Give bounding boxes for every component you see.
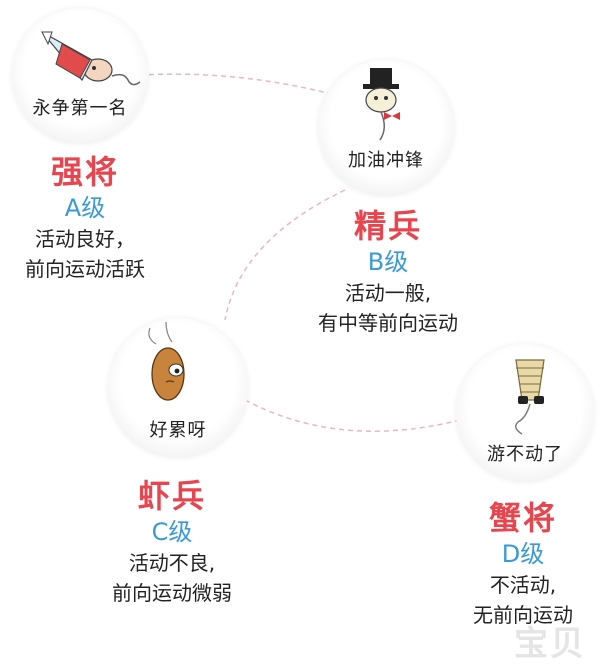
rank-d: 蟹将 (488, 499, 557, 537)
grade-b: B级 (367, 248, 409, 276)
desc-b-line1: 活动一般, (344, 281, 432, 305)
group-c: 虾兵 C级 活动不良, 前向运动微弱 (82, 476, 262, 608)
desc-a-line2: 前向运动活跃 (25, 257, 145, 281)
desc-a-line1: 活动良好， (35, 227, 135, 251)
sperm-tired-icon (148, 321, 185, 401)
bubble-d: 游不动了 (456, 344, 594, 482)
group-d: 蟹将 D级 不活动, 无前向运动 (448, 498, 598, 630)
rank-c: 虾兵 (137, 477, 206, 515)
bubble-label-a: 永争第一名 (32, 98, 128, 119)
sperm-rocket-icon (41, 31, 141, 86)
rank-a: 强将 (50, 153, 119, 191)
desc-c-line2: 前向运动微弱 (112, 581, 232, 605)
connector-a-b (139, 73, 336, 96)
bubble-c: 好累呀 (108, 318, 248, 458)
bubble-label-d: 游不动了 (487, 444, 563, 465)
bubble-label-b: 加油冲锋 (348, 150, 424, 171)
sperm-mummy-icon (515, 359, 545, 435)
desc-b-line2: 有中等前向运动 (318, 311, 458, 335)
bubble-b: 加油冲锋 (318, 60, 454, 196)
bubble-a: 永争第一名 (12, 8, 148, 144)
sperm-tophat-icon (363, 68, 400, 141)
grade-d: D级 (501, 540, 545, 568)
bubble-label-c: 好累呀 (149, 420, 207, 441)
grade-c: C级 (151, 518, 193, 546)
desc-d-line1: 不活动, (489, 573, 557, 597)
grade-a: A级 (64, 194, 106, 222)
watermark: 宝贝 (514, 624, 586, 664)
desc-c-line1: 活动不良, (128, 551, 216, 575)
rank-b: 精兵 (353, 207, 422, 245)
connector-c-d (244, 399, 461, 432)
group-b: 精兵 B级 活动一般, 有中等前向运动 (288, 206, 488, 338)
desc-d-line2: 无前向运动 (473, 603, 573, 627)
connector-b-c (224, 189, 346, 321)
group-a: 强将 A级 活动良好， 前向运动活跃 (0, 152, 170, 284)
